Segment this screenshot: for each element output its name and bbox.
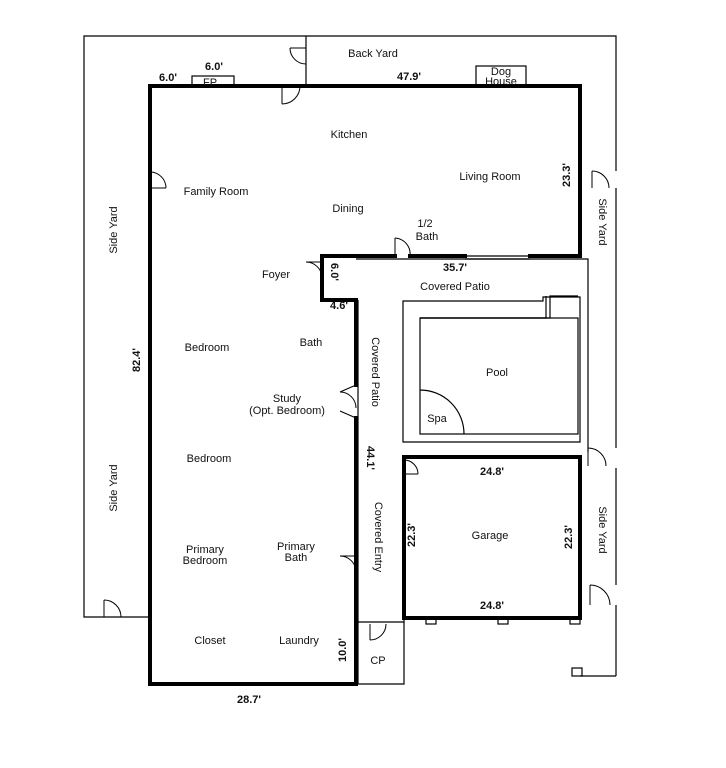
label-half-bath-1: 1/2	[417, 218, 432, 230]
label-spa: Spa	[427, 413, 447, 425]
label-bath: Bath	[300, 337, 323, 349]
label-covered-patio-top: Covered Patio	[420, 281, 490, 293]
door-side-yard-right-bottom	[589, 584, 611, 606]
garage	[402, 455, 582, 625]
door-primary-bath	[339, 555, 357, 573]
label-dog-house-2: House	[485, 76, 517, 88]
door-study	[339, 384, 357, 419]
label-side-yard-right-top: Side Yard	[596, 198, 608, 245]
label-cp: CP	[370, 655, 385, 667]
label-living-room: Living Room	[459, 171, 520, 183]
house-walls	[148, 84, 582, 686]
label-laundry: Laundry	[279, 635, 319, 647]
dim-left-depth: 82.4'	[131, 348, 143, 372]
label-covered-patio-side: Covered Patio	[369, 337, 381, 407]
label-pool: Pool	[486, 367, 508, 379]
dim-fp-left: 6.0'	[159, 72, 177, 84]
label-dog-house-1: Dog	[491, 66, 511, 78]
door-garage	[403, 459, 419, 475]
dim-garage-left: 22.3'	[406, 523, 418, 547]
door-side-yard-left	[103, 599, 122, 618]
dim-wing-depth: 44.1'	[364, 446, 376, 470]
label-primary-bedroom-2: Bedroom	[183, 555, 228, 567]
label-kitchen: Kitchen	[331, 129, 368, 141]
pool	[402, 295, 581, 443]
door-family-room	[149, 171, 167, 189]
label-study-2: (Opt. Bedroom)	[249, 405, 325, 417]
door-side-yard-right-mid	[587, 447, 607, 467]
dim-patio-width: 35.7'	[443, 262, 467, 274]
label-garage: Garage	[472, 530, 509, 542]
dim-garage-right: 22.3'	[563, 525, 575, 549]
label-family-room: Family Room	[184, 186, 249, 198]
door-half-bath	[394, 237, 411, 257]
label-side-yard-left-top: Side Yard	[108, 206, 120, 253]
dim-laundry-depth: 10.0'	[337, 638, 349, 662]
dim-fp-width: 6.0'	[205, 61, 223, 73]
property-boundary	[83, 35, 617, 677]
dim-foyer-width: 4.6'	[330, 300, 348, 312]
label-closet: Closet	[194, 635, 225, 647]
label-side-yard-right-bottom: Side Yard	[596, 506, 608, 553]
label-foyer: Foyer	[262, 269, 290, 281]
dim-garage-bottom: 24.8'	[480, 600, 504, 612]
label-study-1: Study	[273, 393, 302, 405]
label-bedroom-1: Bedroom	[185, 342, 230, 354]
door-back-yard	[289, 47, 307, 65]
label-bedroom-2: Bedroom	[187, 453, 232, 465]
dim-bottom-width: 28.7'	[237, 694, 261, 706]
dim-top-width: 47.9'	[397, 71, 421, 83]
fireplace-box	[191, 75, 235, 87]
door-foyer	[305, 261, 323, 279]
label-primary-bedroom-1: Primary	[186, 544, 224, 556]
dog-house-box	[475, 65, 527, 87]
label-side-yard-left-bottom: Side Yard	[108, 464, 120, 511]
room-labels: Back Yard Dog House FP Kitchen Family Ro…	[108, 48, 608, 667]
label-fireplace: FP	[203, 77, 217, 89]
label-back-yard: Back Yard	[348, 48, 398, 60]
label-primary-bath-2: Bath	[285, 552, 308, 564]
label-half-bath-2: Bath	[416, 231, 439, 243]
label-primary-bath-1: Primary	[277, 541, 315, 553]
door-side-yard-right-top	[591, 170, 610, 189]
door-cp	[369, 623, 387, 641]
dim-foyer-depth: 6.0'	[328, 263, 340, 281]
patio-outlines	[356, 258, 589, 685]
label-covered-entry: Covered Entry	[372, 502, 384, 573]
door-kitchen-back	[281, 85, 301, 105]
label-dining: Dining	[332, 203, 363, 215]
dim-right-depth: 23.3'	[561, 163, 573, 187]
dim-garage-top: 24.8'	[480, 466, 504, 478]
doors	[103, 47, 611, 641]
dimension-labels: 6.0' 6.0' 47.9' 23.3' 82.4' 35.7' 6.0' 4…	[131, 61, 575, 706]
